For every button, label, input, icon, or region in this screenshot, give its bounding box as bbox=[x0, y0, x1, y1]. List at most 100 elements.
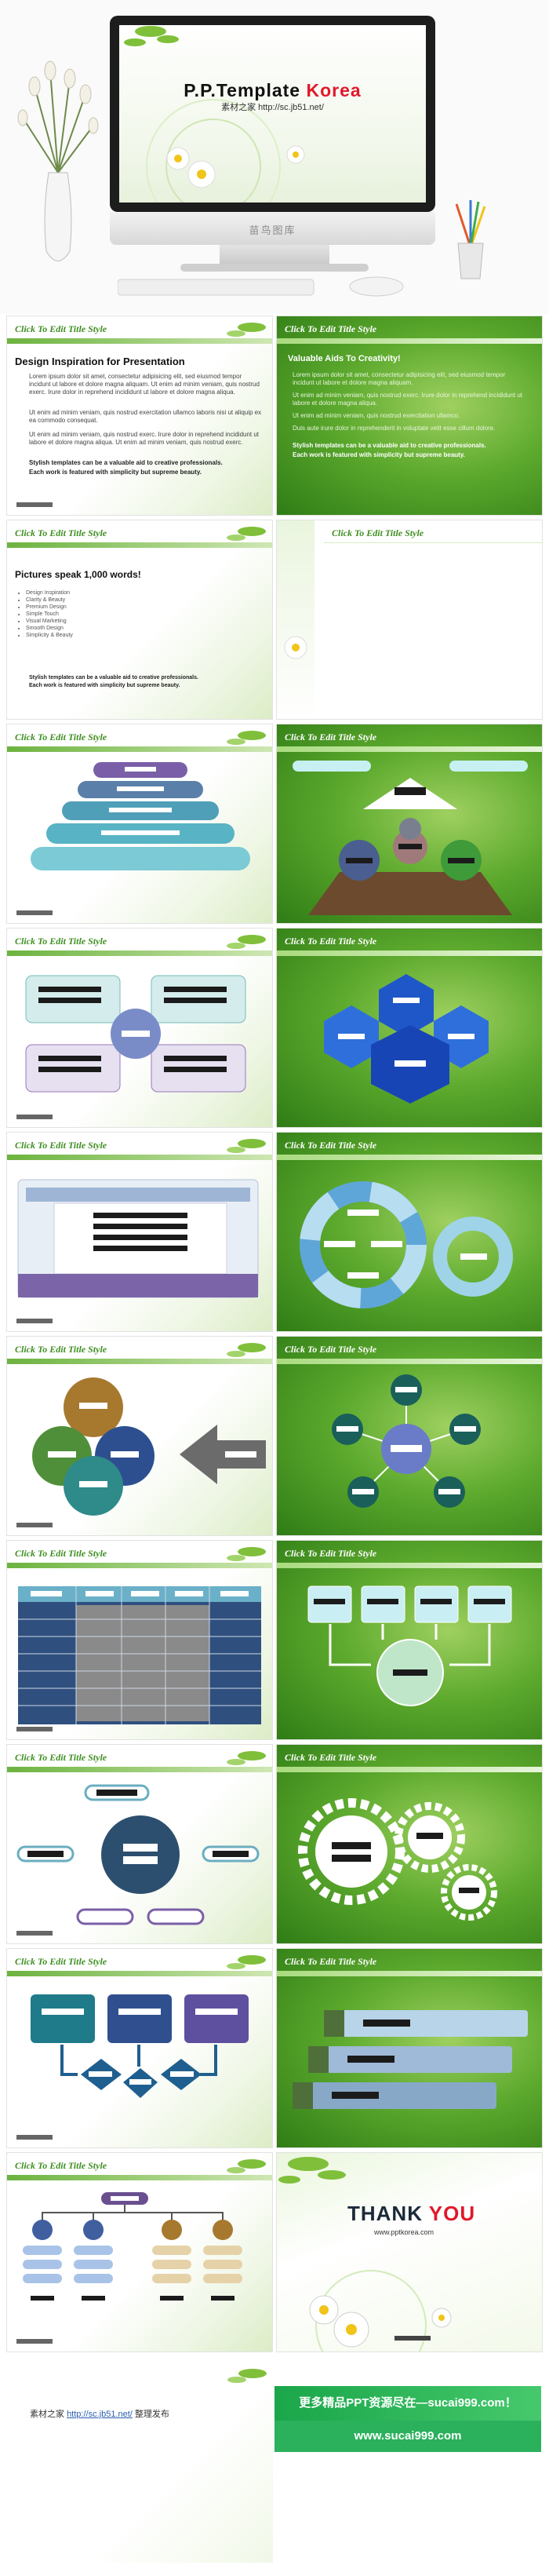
title-bar bbox=[7, 746, 272, 752]
bezel-label: 苗鸟图库 bbox=[249, 224, 296, 236]
slide-title: Click To Edit Title Style bbox=[15, 2160, 107, 2171]
title-bar bbox=[7, 1155, 272, 1160]
slide-title: Click To Edit Title Style bbox=[285, 732, 377, 743]
slide-thank-you: THANK YOU www.pptkorea.com bbox=[276, 2152, 543, 2352]
sphere-cluster-diagram bbox=[32, 1377, 266, 1516]
leaf-decoration bbox=[227, 323, 266, 337]
hub-spoke-diagram bbox=[332, 1374, 481, 1508]
slide-title: Click To Edit Title Style bbox=[285, 1956, 377, 1967]
footer-mark bbox=[16, 1115, 53, 1119]
title-bar bbox=[7, 542, 272, 548]
bullet-item: Visual Marketing bbox=[26, 618, 136, 625]
slide-title: Click To Edit Title Style bbox=[285, 323, 377, 334]
slide-design-inspiration: Click To Edit Title Style Design Inspira… bbox=[6, 316, 273, 516]
footer-mark bbox=[16, 2135, 53, 2140]
title-bar bbox=[7, 1971, 272, 1976]
hex-flow-diagram bbox=[31, 1994, 249, 2098]
bullet-item: Simple Touch bbox=[26, 611, 136, 618]
keyboard-illustration bbox=[118, 279, 314, 296]
slide-tagline-2: Each work is featured with simplicity bu… bbox=[29, 469, 202, 476]
mouse-illustration bbox=[349, 276, 404, 297]
leaf-decoration bbox=[227, 2369, 267, 2383]
slide-tagline-1: Stylish templates can be a valuable aid … bbox=[29, 675, 198, 680]
data-table-graphic bbox=[18, 1586, 261, 1724]
vase-illustration bbox=[17, 60, 99, 261]
footer-mark bbox=[16, 1319, 53, 1323]
title-bar bbox=[277, 950, 542, 956]
gears-diagram bbox=[298, 1798, 497, 1921]
leaf-decoration bbox=[227, 527, 266, 541]
slide-stacked-pyramid: Click To Edit Title Style bbox=[6, 724, 273, 924]
slide-title: Click To Edit Title Style bbox=[15, 1548, 107, 1559]
hexagon-diagram bbox=[324, 974, 489, 1104]
slide-hexagons: Click To Edit Title Style bbox=[276, 928, 543, 1128]
title-bar bbox=[277, 1971, 542, 1976]
slide-valuable-aids: Click To Edit Title Style Valuable Aids … bbox=[276, 316, 543, 516]
slide-heading: Design Inspiration for Presentation bbox=[15, 356, 185, 367]
slide-heading: Valuable Aids To Creativity! bbox=[288, 354, 401, 363]
slide-stacked-bars: Click To Edit Title Style bbox=[276, 1948, 543, 2148]
slide-paragraph-1: Lorem ipsum dolor sit amet, consectetur … bbox=[29, 373, 260, 396]
screen-flowers bbox=[124, 26, 305, 203]
hero-title-main: P.P.Template bbox=[184, 80, 301, 100]
footer-mark bbox=[16, 2339, 53, 2344]
leaf-decoration bbox=[227, 731, 266, 745]
slide-title: Click To Edit Title Style bbox=[285, 936, 377, 947]
credit-link[interactable]: http://sc.jb51.net/ bbox=[67, 2410, 133, 2419]
slide-org-chart: Click To Edit Title Style bbox=[6, 2152, 273, 2352]
slide-cycle-rings: Click To Edit Title Style bbox=[276, 1132, 543, 1332]
slide-bullet-1: Lorem ipsum dolor sit amet, consectetur … bbox=[293, 371, 506, 386]
slide-title: Click To Edit Title Style bbox=[15, 936, 107, 947]
title-bar bbox=[277, 1155, 542, 1160]
footer-mark bbox=[16, 910, 53, 915]
thankyou-word-thank: THANK bbox=[347, 2202, 423, 2225]
slide-picture-placeholder: Click To Edit Title Style bbox=[276, 520, 543, 720]
promo-banner-url[interactable]: www.sucai999.com bbox=[274, 2421, 541, 2452]
slide-bullet-list: Design Inspiration Clarity & Beauty Prem… bbox=[18, 589, 136, 639]
slide-title: Click To Edit Title Style bbox=[15, 1140, 107, 1151]
promo-banner-title[interactable]: 更多精品PPT资源尽在—sucai999.com！ bbox=[274, 2386, 541, 2421]
leaf-decoration bbox=[227, 1955, 266, 1969]
title-bar bbox=[277, 1563, 542, 1568]
slide-title: Click To Edit Title Style bbox=[15, 527, 107, 538]
pencil-cup-illustration bbox=[455, 200, 486, 279]
slide-frame-boxes: Click To Edit Title Style bbox=[6, 1132, 273, 1332]
title-bar bbox=[277, 338, 542, 344]
monitor-foot bbox=[180, 264, 369, 272]
stacked-bars-diagram bbox=[293, 2010, 528, 2109]
slide-bullet-3: Ut enim ad minim veniam, quis nostrud ex… bbox=[293, 412, 460, 419]
title-bar bbox=[7, 2175, 272, 2180]
slide-gears: Click To Edit Title Style bbox=[276, 1744, 543, 1944]
slide-hex-flow: Click To Edit Title Style bbox=[6, 1948, 273, 2148]
slide-four-to-one: Click To Edit Title Style bbox=[276, 1540, 543, 1740]
footer-mark bbox=[16, 1931, 53, 1936]
monitor-stand bbox=[220, 245, 329, 265]
slide-paragraph-2: Ut enim ad minim veniam, quis nostrud ex… bbox=[29, 409, 262, 424]
title-bar bbox=[277, 1767, 542, 1772]
leaf-decoration bbox=[227, 2159, 266, 2173]
flower-decoration bbox=[284, 636, 307, 659]
leaf-decoration bbox=[227, 1547, 266, 1561]
picture-strip bbox=[277, 520, 314, 719]
thankyou-url: www.pptkorea.com bbox=[374, 2228, 434, 2236]
thankyou-decoration bbox=[278, 2157, 452, 2352]
slide-table: Click To Edit Title Style bbox=[6, 1540, 273, 1740]
credit-line: 素材之家 http://sc.jb51.net/ 整理发布 bbox=[30, 2407, 169, 2420]
hero-title-accent: Korea bbox=[306, 80, 362, 100]
slide-title: Click To Edit Title Style bbox=[15, 323, 107, 334]
thankyou-heading: THANK YOU bbox=[347, 2202, 475, 2226]
slide-tagline-2: Each work is featured with simplicity bu… bbox=[293, 451, 465, 458]
bullet-item: Smooth Design bbox=[26, 625, 136, 632]
slide-pictures-speak: Click To Edit Title Style Pictures speak… bbox=[6, 520, 273, 720]
credit-prefix: 素材之家 bbox=[30, 2410, 64, 2419]
slide-title: Click To Edit Title Style bbox=[15, 1344, 107, 1355]
slide-title: Click To Edit Title Style bbox=[15, 1956, 107, 1967]
cycle-rings-diagram bbox=[300, 1181, 513, 1308]
title-bar bbox=[324, 542, 542, 549]
hero-title: P.P.Template Korea bbox=[119, 80, 426, 101]
slide-paragraph-3: Ut enim ad minim veniam, quis nostrud ex… bbox=[29, 431, 260, 446]
slide-tagline-1: Stylish templates can be a valuable aid … bbox=[293, 442, 486, 449]
footer-mark bbox=[16, 1727, 53, 1731]
org-chart-diagram bbox=[23, 2192, 242, 2301]
slide-four-boxes-center: Click To Edit Title Style bbox=[6, 928, 273, 1128]
